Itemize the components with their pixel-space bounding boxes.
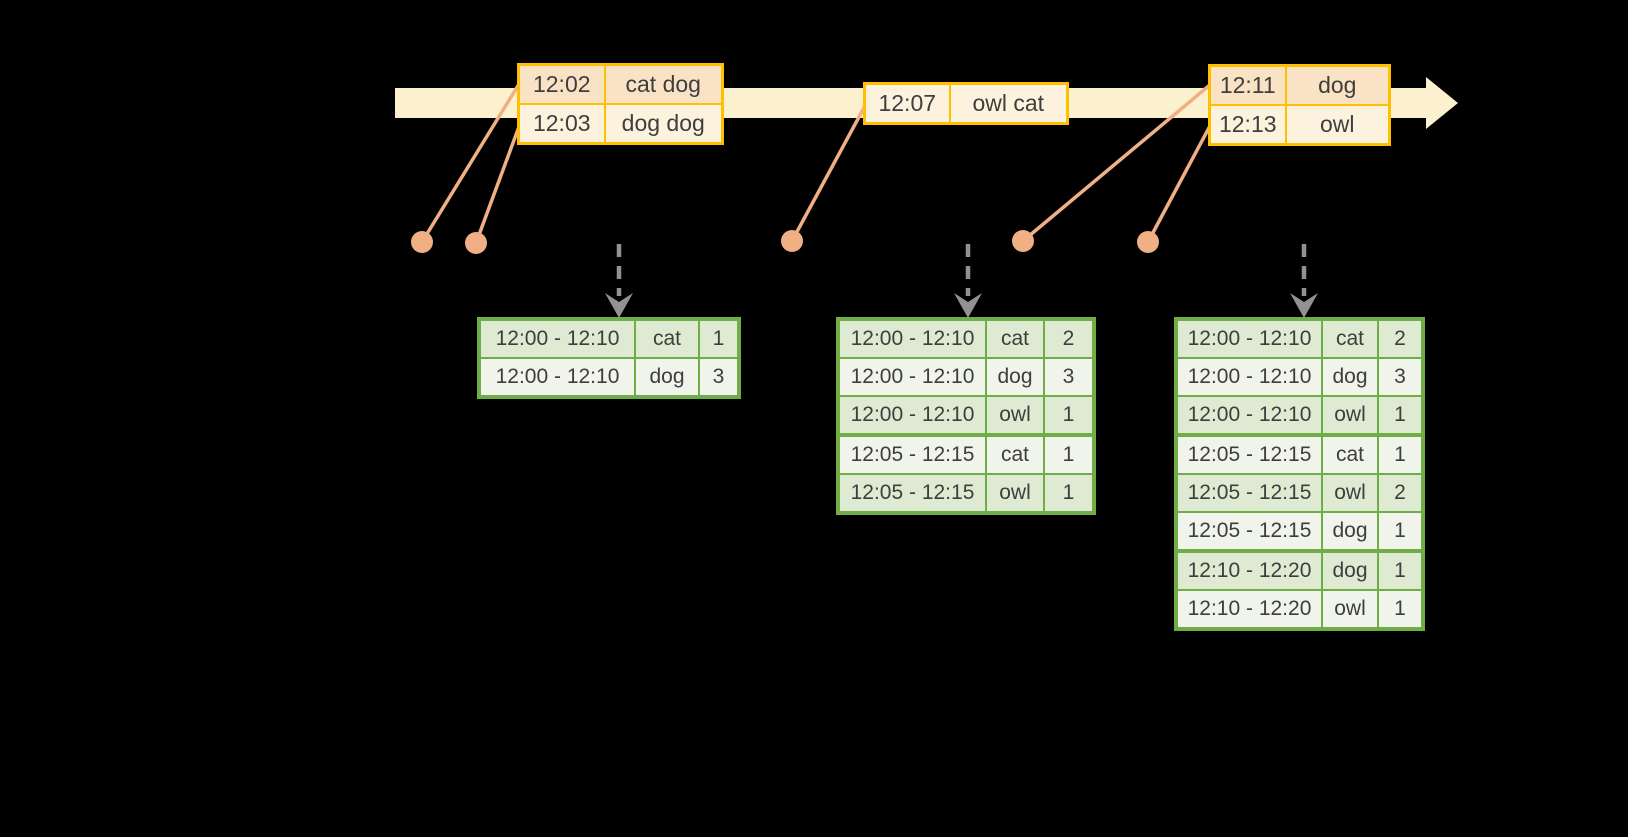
result-row: 12:05 - 12:15 owl 1 [837, 473, 1095, 514]
window-cell: 12:00 - 12:10 [478, 357, 636, 398]
count-cell: 1 [1043, 395, 1095, 436]
result-table-1: 12:00 - 12:10 cat 1 12:00 - 12:10 dog 3 [477, 317, 741, 399]
trigger-arrow-3 [1290, 244, 1318, 318]
count-cell: 3 [698, 357, 740, 398]
connector-line-2 [474, 122, 522, 245]
count-cell: 3 [1377, 357, 1424, 397]
word-cell: owl [1321, 473, 1379, 513]
count-cell: 2 [1043, 318, 1095, 359]
event-words-cell: owl cat [948, 82, 1069, 125]
count-cell: 1 [1043, 473, 1095, 514]
trigger-arrow-2 [954, 244, 982, 318]
count-cell: 1 [1377, 549, 1424, 591]
result-row: 12:05 - 12:15 cat 1 [1175, 433, 1424, 475]
window-cell: 12:10 - 12:20 [1175, 589, 1323, 630]
window-cell: 12:05 - 12:15 [1175, 473, 1323, 513]
word-cell: cat [985, 318, 1045, 359]
word-cell: dog [634, 357, 700, 398]
word-cell: owl [985, 395, 1045, 436]
connector-line-3 [790, 102, 868, 243]
event-words-cell: dog dog [603, 103, 724, 145]
word-cell: cat [1321, 318, 1379, 359]
connector-line-1 [420, 82, 521, 244]
event-time-cell: 12:02 [517, 63, 606, 105]
connector-line-4 [1021, 82, 1213, 243]
count-cell: 2 [1377, 473, 1424, 513]
event-row: 12:07 owl cat [863, 82, 1069, 125]
word-cell: dog [1321, 511, 1379, 552]
window-cell: 12:00 - 12:10 [1175, 318, 1323, 359]
word-cell: dog [1321, 549, 1379, 591]
result-row: 12:00 - 12:10 owl 1 [837, 395, 1095, 436]
event-row: 12:11 dog [1208, 64, 1391, 106]
count-cell: 1 [1043, 433, 1095, 475]
result-row: 12:05 - 12:15 dog 1 [1175, 511, 1424, 552]
result-row: 12:10 - 12:20 dog 1 [1175, 549, 1424, 591]
window-cell: 12:05 - 12:15 [837, 433, 987, 475]
count-cell: 3 [1043, 357, 1095, 397]
event-row: 12:13 owl [1208, 104, 1391, 146]
event-time-cell: 12:13 [1208, 104, 1287, 146]
count-cell: 1 [1377, 511, 1424, 552]
event-words-cell: cat dog [603, 63, 724, 105]
event-dot-5 [1137, 231, 1159, 253]
result-table-2: 12:00 - 12:10 cat 2 12:00 - 12:10 dog 3 … [836, 317, 1096, 515]
word-cell: owl [1321, 589, 1379, 630]
trigger-arrowhead [605, 293, 633, 318]
result-row: 12:00 - 12:10 owl 1 [1175, 395, 1424, 436]
word-cell: dog [1321, 357, 1379, 397]
connector-line-5 [1146, 122, 1213, 244]
input-events-table-1: 12:02 cat dog 12:03 dog dog [517, 63, 724, 145]
event-dot-4 [1012, 230, 1034, 252]
window-cell: 12:00 - 12:10 [837, 357, 987, 397]
input-events-table-3: 12:11 dog 12:13 owl [1208, 64, 1391, 146]
event-words-cell: owl [1284, 104, 1391, 146]
word-cell: owl [1321, 395, 1379, 436]
result-row: 12:00 - 12:10 dog 3 [837, 357, 1095, 397]
event-time-cell: 12:11 [1208, 64, 1287, 106]
event-time-cell: 12:07 [863, 82, 951, 125]
count-cell: 1 [1377, 589, 1424, 630]
count-cell: 1 [698, 318, 740, 359]
result-row: 12:05 - 12:15 cat 1 [837, 433, 1095, 475]
event-time-cell: 12:03 [517, 103, 606, 145]
result-row: 12:00 - 12:10 dog 3 [1175, 357, 1424, 397]
window-cell: 12:00 - 12:10 [837, 318, 987, 359]
window-cell: 12:00 - 12:10 [1175, 357, 1323, 397]
count-cell: 1 [1377, 395, 1424, 436]
trigger-arrowhead [1290, 293, 1318, 318]
window-cell: 12:00 - 12:10 [837, 395, 987, 436]
trigger-arrowhead [954, 293, 982, 318]
event-row: 12:02 cat dog [517, 63, 724, 105]
event-words-cell: dog [1284, 64, 1391, 106]
window-cell: 12:05 - 12:15 [837, 473, 987, 514]
window-cell: 12:10 - 12:20 [1175, 549, 1323, 591]
result-table-3: 12:00 - 12:10 cat 2 12:00 - 12:10 dog 3 … [1174, 317, 1425, 631]
window-cell: 12:05 - 12:15 [1175, 511, 1323, 552]
word-cell: cat [985, 433, 1045, 475]
word-cell: cat [1321, 433, 1379, 475]
trigger-arrow-1 [605, 244, 633, 318]
event-dot-1 [411, 231, 433, 253]
result-row: 12:00 - 12:10 dog 3 [478, 357, 740, 398]
word-cell: dog [985, 357, 1045, 397]
result-row: 12:00 - 12:10 cat 2 [837, 318, 1095, 359]
word-cell: cat [634, 318, 700, 359]
count-cell: 1 [1377, 433, 1424, 475]
result-row: 12:10 - 12:20 owl 1 [1175, 589, 1424, 630]
event-dot-2 [465, 232, 487, 254]
count-cell: 2 [1377, 318, 1424, 359]
result-row: 12:00 - 12:10 cat 2 [1175, 318, 1424, 359]
result-row: 12:00 - 12:10 cat 1 [478, 318, 740, 359]
result-row: 12:05 - 12:15 owl 2 [1175, 473, 1424, 513]
event-row: 12:03 dog dog [517, 103, 724, 145]
window-cell: 12:00 - 12:10 [1175, 395, 1323, 436]
window-cell: 12:00 - 12:10 [478, 318, 636, 359]
window-cell: 12:05 - 12:15 [1175, 433, 1323, 475]
word-cell: owl [985, 473, 1045, 514]
event-dot-3 [781, 230, 803, 252]
input-events-table-2: 12:07 owl cat [863, 82, 1069, 125]
